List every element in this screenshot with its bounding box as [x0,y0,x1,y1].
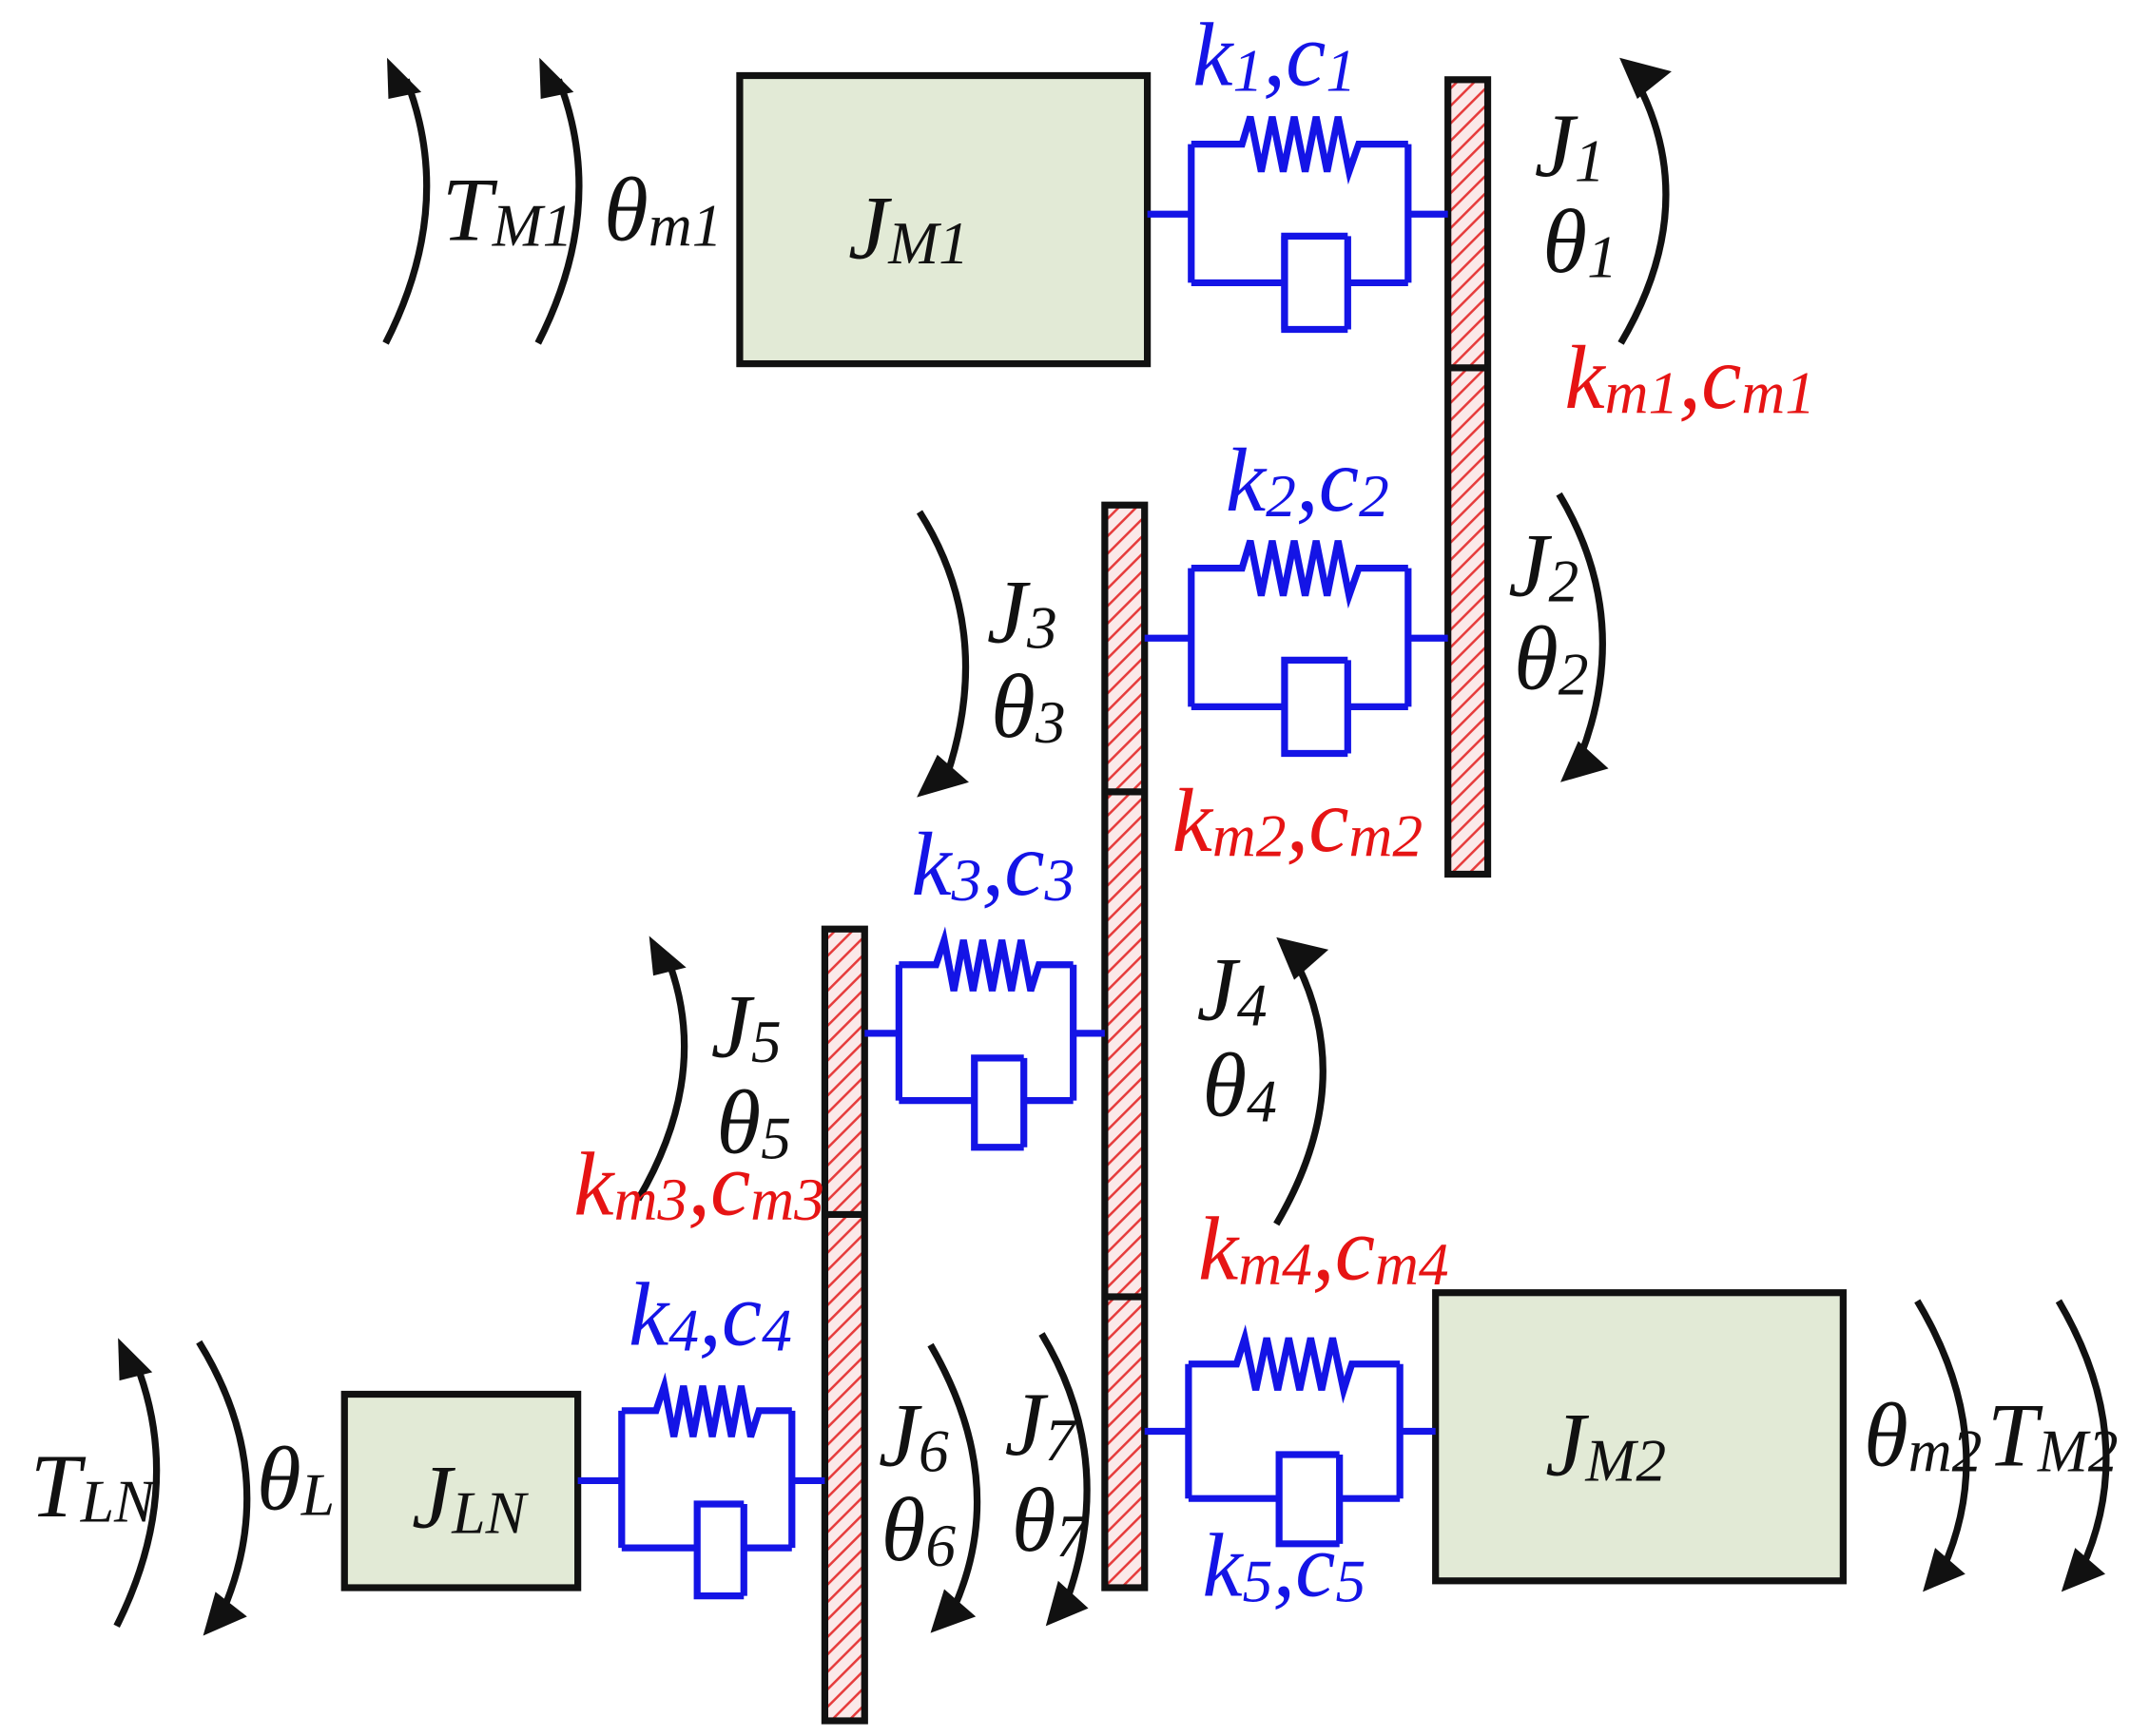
label-k5-c5: k5,c5 [1202,1515,1365,1616]
svg-text:θ2: θ2 [1514,608,1589,709]
label-theta-m1: θm1 [604,160,722,260]
gear-3-labels: J3 θ3 [987,562,1066,758]
svg-text:θ6: θ6 [881,1479,957,1580]
gear-2-labels: J2 θ2 [1508,515,1588,709]
svg-text:J5: J5 [711,975,782,1076]
label-tm1: TM1 [442,160,573,260]
gear-bar-3-4-7 [1101,501,1149,1591]
gear-bar-5-6 [821,925,868,1725]
arrow-angle-theta-l [196,1340,251,1636]
svg-text:J2: J2 [1508,515,1578,616]
spring-damper-1 [1147,115,1448,334]
arrow-angle-theta-m1 [534,57,583,345]
svg-text:J3: J3 [987,562,1057,663]
label-km1-cm1: km1,cm1 [1564,327,1815,428]
label-k3-c3: k3,c3 [911,814,1075,915]
label-tln: TLN [30,1436,158,1536]
svg-text:J6: J6 [879,1385,949,1486]
label-k2-c2: k2,c2 [1226,430,1389,530]
arrow-angle-theta-7 [1038,1332,1091,1627]
svg-text:θ1: θ1 [1542,191,1617,292]
gear-4-labels: J4 θ4 [1197,938,1277,1135]
label-km3-cm3: km3,cm3 [573,1133,824,1234]
spring-damper-5 [1144,1324,1436,1548]
arrow-angle-theta-3 [916,510,970,798]
arrow-angle-theta-5 [635,936,688,1202]
svg-text:J4: J4 [1197,938,1268,1039]
arrow-torque-tln [113,1338,161,1629]
arrow-torque-tm1 [382,57,431,345]
inertia-box-jm2 [1432,1289,1847,1585]
arrow-angle-theta-6 [927,1342,981,1633]
label-tm2: TM2 [1987,1385,2119,1486]
label-km4-cm4: km4,cm4 [1198,1198,1449,1299]
spring-damper-2 [1144,539,1448,758]
gear-5-labels: J5 θ5 [711,975,791,1172]
label-theta-m2: θm2 [1864,1385,1982,1486]
arrow-angle-theta-m2 [1914,1299,1970,1592]
label-theta-l: θL [257,1429,335,1530]
gear-1-labels: J1 θ1 [1535,95,1617,292]
inertia-box-jln [340,1390,582,1591]
label-jln: JLN [412,1447,530,1548]
svg-text:θ7: θ7 [1012,1470,1089,1571]
inertia-box-jm1 [736,71,1152,368]
arrow-angle-theta-4 [1273,936,1329,1226]
gear-bar-1-2 [1444,76,1492,878]
label-km2-cm2: km2,cm2 [1172,770,1423,871]
svg-text:J7: J7 [1004,1374,1076,1475]
label-k1-c1: k1,c1 [1192,5,1356,106]
label-k4-c4: k4,c4 [629,1264,792,1365]
label-jm2: JM2 [1545,1395,1666,1495]
svg-text:J1: J1 [1535,95,1605,196]
svg-text:θ4: θ4 [1202,1035,1277,1136]
spring-damper-3 [864,926,1105,1151]
gear-7-labels: J7 θ7 [1004,1374,1088,1571]
arrow-angle-theta-1 [1617,57,1672,345]
svg-text:θ5: θ5 [716,1071,791,1172]
arrow-angle-theta-2 [1556,492,1609,782]
label-jm1: JM1 [848,177,969,278]
spring-damper-4 [577,1372,825,1600]
svg-text:θ3: θ3 [991,656,1066,757]
arrow-torque-tm2 [2055,1299,2110,1592]
gear-6-labels: J6 θ6 [879,1385,957,1581]
